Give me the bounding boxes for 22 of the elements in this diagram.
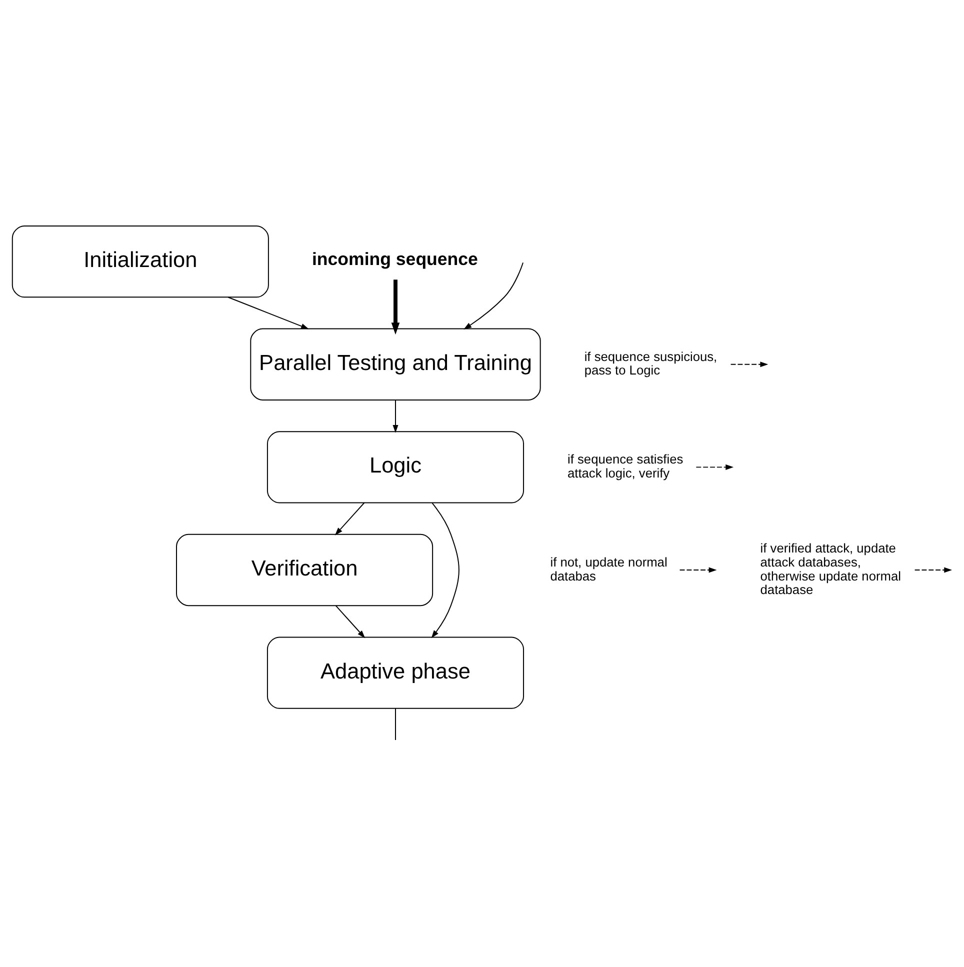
- node-text: incoming sequence: [312, 248, 478, 269]
- arrow: [914, 567, 952, 573]
- node-box: Logic: [266, 431, 524, 504]
- arrow: [391, 280, 400, 335]
- node-box: Parallel Testing and Training: [250, 328, 541, 400]
- node-box: Verification: [176, 534, 434, 606]
- node-text: if sequence suspicious, pass to Logic: [584, 348, 718, 378]
- arrow: [679, 567, 717, 573]
- node-text: if sequence satisfies attack logic, verify: [568, 452, 684, 480]
- node-box: Initialization: [12, 225, 269, 298]
- node-box: Adaptive phase: [266, 636, 524, 709]
- connector: [395, 708, 396, 740]
- node-text: if verified attack, update attack databases, otherwise update normal database: [760, 540, 901, 598]
- node-text: if not, update normal databas: [550, 554, 668, 584]
- arrow: [228, 296, 309, 330]
- arrow: [730, 362, 768, 368]
- arrow: [464, 262, 524, 330]
- arrow: [431, 502, 460, 638]
- arrow: [696, 464, 734, 470]
- arrow: [334, 502, 365, 536]
- arrow: [392, 400, 398, 433]
- arrow: [335, 605, 366, 638]
